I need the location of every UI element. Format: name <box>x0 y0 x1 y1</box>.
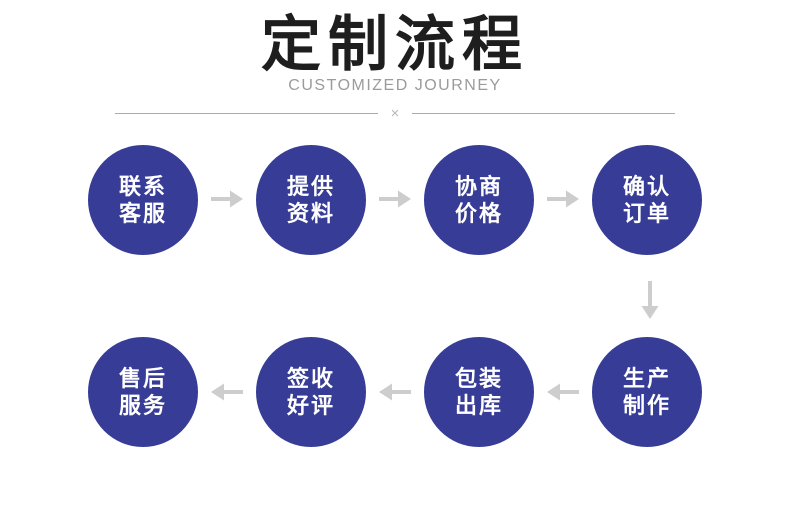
step-label-line1: 包装 <box>454 366 503 391</box>
step-label-line1: 生产 <box>622 366 671 391</box>
arrow-left-icon <box>547 381 579 403</box>
divider-line-right <box>412 112 676 114</box>
arrow-right-icon <box>211 188 243 210</box>
flow-step-production: 生产 制作 <box>592 337 702 447</box>
divider-x-mark: × <box>390 104 400 122</box>
step-label-line2: 制作 <box>622 393 671 418</box>
step-label-line2: 出库 <box>454 393 503 418</box>
step-label-line1: 售后 <box>118 366 167 391</box>
step-label-line1: 确认 <box>622 174 671 199</box>
arrow-down-icon <box>639 281 661 319</box>
step-label-line2: 服务 <box>118 393 167 418</box>
flow-step-provide-materials: 提供 资料 <box>256 145 366 255</box>
step-label-line1: 协商 <box>454 174 503 199</box>
arrow-left-icon <box>379 381 411 403</box>
flow-step-negotiate-price: 协商 价格 <box>424 145 534 255</box>
step-label-line1: 联系 <box>118 174 167 199</box>
arrow-right-icon <box>379 188 411 210</box>
step-label-line2: 价格 <box>454 201 503 226</box>
step-label-line1: 提供 <box>286 174 335 199</box>
step-label-line2: 客服 <box>118 201 167 226</box>
flow-step-after-sales-service: 售后 服务 <box>88 337 198 447</box>
page-subtitle: CUSTOMIZED JOURNEY <box>288 77 502 94</box>
flow-step-contact-service: 联系 客服 <box>88 145 198 255</box>
arrow-right-icon <box>547 188 579 210</box>
page-title: 定制流程 <box>261 11 529 78</box>
flow-step-confirm-order: 确认 订单 <box>592 145 702 255</box>
arrow-left-icon <box>211 381 243 403</box>
step-label-line2: 资料 <box>286 201 335 226</box>
step-label-line2: 好评 <box>286 393 335 418</box>
step-label-line1: 签收 <box>286 366 335 391</box>
step-label-line2: 订单 <box>622 201 671 226</box>
divider: × <box>115 104 676 122</box>
flow-step-sign-and-review: 签收 好评 <box>256 337 366 447</box>
flow-step-pack-and-ship: 包装 出库 <box>424 337 534 447</box>
divider-line-left <box>115 112 378 114</box>
